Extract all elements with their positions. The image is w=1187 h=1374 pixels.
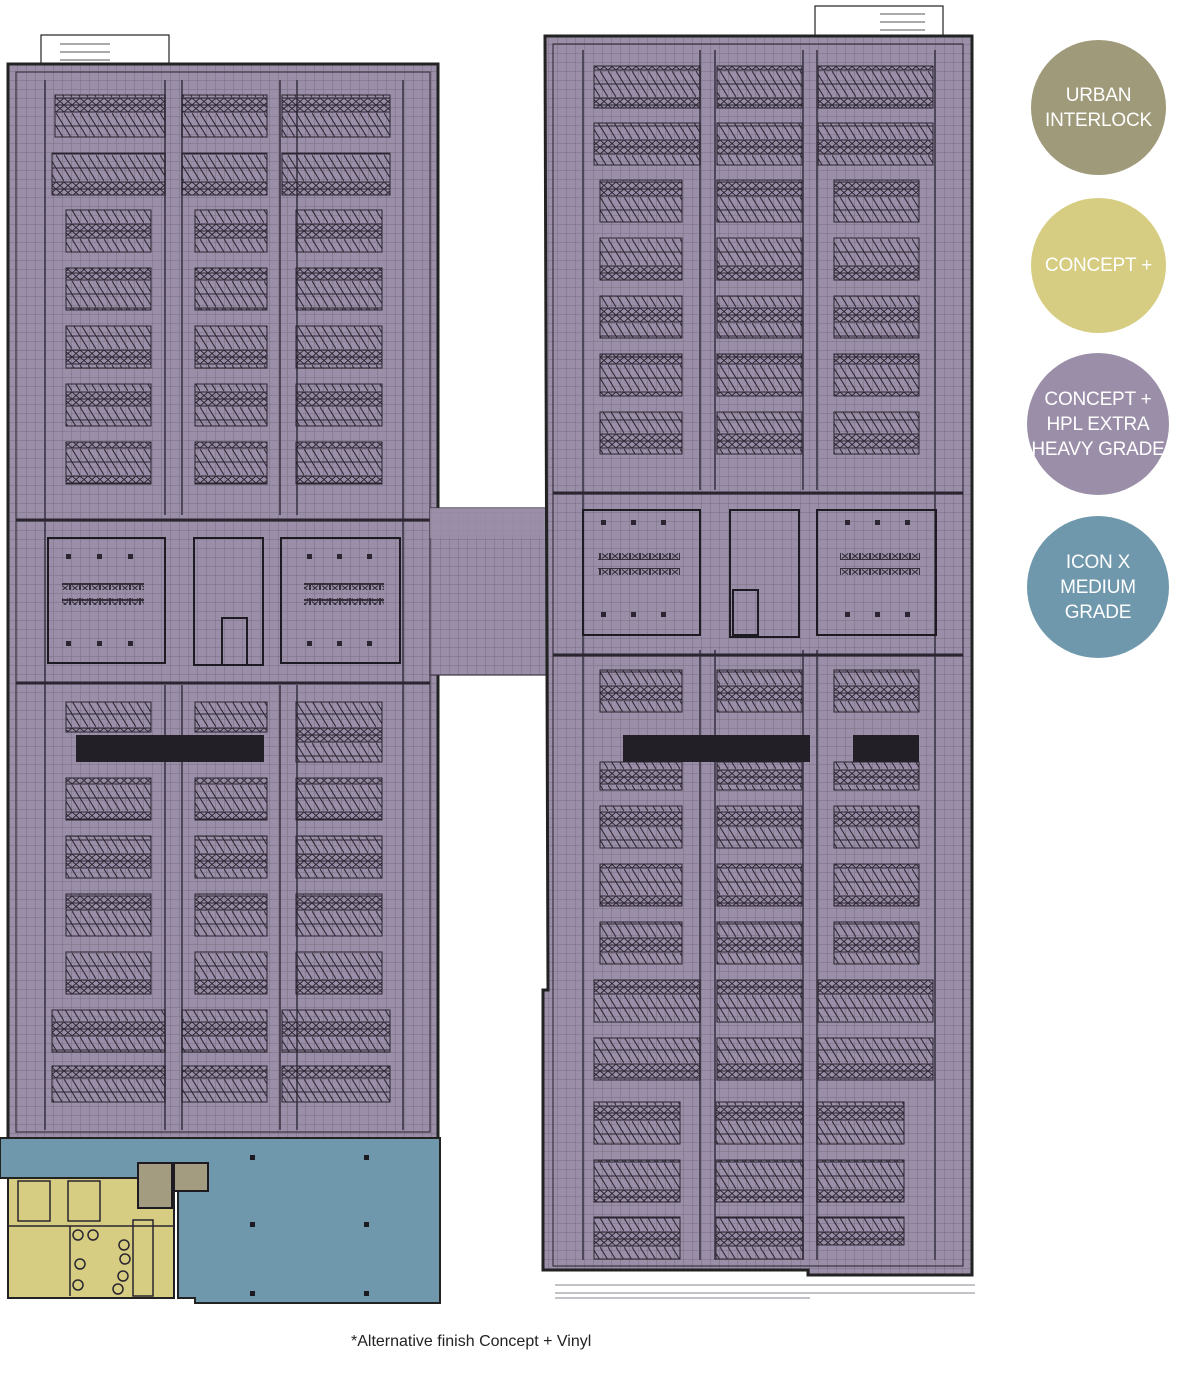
- legend-icon-x: ICON X MEDIUM GRADE: [1027, 516, 1169, 658]
- right-building: [541, 5, 975, 1299]
- legend-concept-plus-hpl: CONCEPT + HPL EXTRA HEAVY GRADE: [1027, 353, 1169, 495]
- rack-rows-left-upper: [51, 94, 391, 485]
- mezzanine-rooms-left: [47, 537, 401, 666]
- mezzanine-rooms-right: [582, 509, 937, 638]
- rack-rows-right-lower: [593, 669, 934, 1260]
- dark-band: [76, 735, 264, 762]
- dark-band: [623, 735, 810, 762]
- legend-concept-plus: CONCEPT +: [1031, 198, 1166, 333]
- footnote: *Alternative finish Concept + Vinyl: [351, 1333, 592, 1350]
- legend-label: CONCEPT +: [1044, 255, 1153, 276]
- washroom: [137, 1162, 173, 1209]
- dark-band: [853, 735, 919, 762]
- legend-label: ICON X MEDIUM GRADE: [1060, 551, 1136, 623]
- rack-rows-left-lower: [51, 701, 391, 1103]
- rack-rows-right-upper: [593, 65, 934, 455]
- legend-label: URBAN INTERLOCK: [1045, 84, 1152, 131]
- legend-urban-interlock: URBAN INTERLOCK: [1031, 40, 1166, 175]
- legend-label: CONCEPT + HPL EXTRA HEAVY GRADE: [1031, 388, 1165, 460]
- left-building: [0, 34, 441, 1304]
- washroom: [173, 1162, 209, 1192]
